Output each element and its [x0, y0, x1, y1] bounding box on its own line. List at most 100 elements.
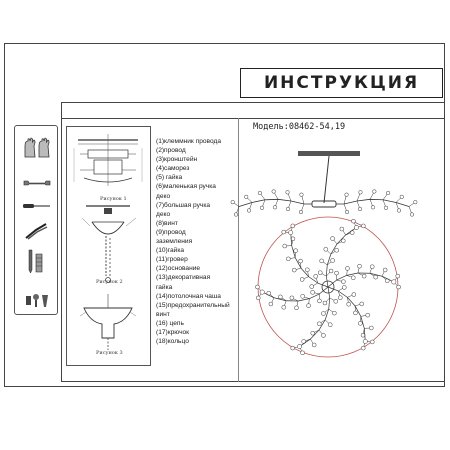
bulb — [299, 192, 304, 197]
radial-arm — [325, 264, 328, 277]
parts-list-item: (14)потолочная чаша — [156, 292, 221, 300]
bulb — [259, 205, 265, 210]
radial-arm — [308, 276, 318, 284]
bulb — [333, 299, 339, 304]
bulb — [309, 284, 314, 289]
bulb — [299, 277, 305, 282]
bulb — [285, 190, 290, 195]
parts-list-item: (15)предохранительный — [156, 301, 230, 309]
bulb — [370, 205, 376, 210]
parts-list-item: (1)клеммник провода — [156, 138, 222, 145]
bulb — [290, 223, 296, 229]
bulb — [290, 345, 295, 351]
bulb — [372, 189, 377, 194]
radial-arm — [354, 305, 362, 317]
bulb — [310, 290, 315, 295]
bulb — [332, 310, 337, 316]
bulb — [334, 270, 339, 276]
radial-arm — [273, 297, 287, 302]
gloves-icon — [24, 137, 50, 158]
tools-panel — [14, 125, 58, 315]
pliers-icon — [25, 223, 48, 240]
parts-list-item: деко — [156, 192, 171, 200]
parts-list-item: (5) гайка — [156, 174, 183, 182]
content-box — [61, 102, 445, 382]
parts-list-item: (13)декоративная — [156, 274, 211, 282]
bulb — [361, 223, 366, 229]
bulb — [351, 218, 356, 224]
bulb — [282, 243, 287, 249]
screwdriver-icon — [23, 204, 50, 208]
radial-arm — [327, 279, 337, 288]
radial-arm — [324, 308, 330, 320]
bulb — [288, 230, 294, 236]
radial-arm — [338, 290, 348, 298]
bulb — [338, 295, 343, 300]
bulb — [317, 321, 322, 326]
bulb — [409, 212, 415, 217]
bulb — [370, 339, 375, 345]
bulb — [357, 206, 363, 212]
bulb — [257, 190, 262, 196]
bulb — [399, 194, 404, 199]
bulb — [359, 301, 365, 307]
parts-list-item: (17)крючок — [156, 328, 190, 336]
bulb — [244, 194, 249, 199]
radial-arm — [328, 297, 331, 310]
header-strip-line — [61, 118, 445, 119]
bulb — [396, 284, 401, 290]
radial-arm — [347, 297, 356, 307]
bulb — [321, 311, 326, 316]
page-title: ИНСТРУКЦИЯ — [240, 68, 443, 98]
bulb — [246, 208, 252, 213]
bulb — [345, 266, 350, 271]
suspension-rod — [323, 155, 330, 204]
bulb — [360, 345, 366, 351]
radial-arm — [336, 234, 346, 245]
bulb — [281, 229, 286, 235]
bulb — [297, 344, 302, 349]
radial-arm — [291, 245, 296, 258]
bulb — [317, 298, 322, 304]
parts-list-item: винт — [156, 310, 170, 318]
parts-list-item: (18)кольцо — [156, 338, 189, 346]
radial-arm — [317, 282, 329, 288]
bulb — [310, 330, 315, 336]
bulb — [395, 273, 400, 279]
bulb — [300, 294, 305, 299]
bulb — [341, 238, 346, 244]
bulb — [256, 295, 261, 301]
parts-list-item: деко — [156, 210, 171, 218]
bulb — [293, 248, 298, 253]
bulb — [351, 275, 356, 280]
radial-arm — [336, 275, 347, 281]
bulb — [322, 300, 328, 306]
bulb — [341, 279, 346, 284]
bulb — [357, 263, 362, 269]
radial-arm — [294, 257, 302, 269]
bulb — [317, 270, 323, 275]
bulb — [342, 285, 347, 290]
bulb — [373, 274, 378, 280]
bulb — [311, 342, 317, 348]
bulb — [306, 303, 311, 308]
bulb — [259, 289, 265, 295]
bulb — [305, 267, 310, 273]
bulb — [383, 205, 389, 210]
bulb — [358, 321, 363, 326]
bulb — [369, 325, 374, 331]
parts-list-item: заземления — [156, 238, 193, 246]
bulb — [286, 256, 291, 262]
bulb — [330, 258, 335, 263]
parts-list-item: (8)винт — [156, 219, 178, 227]
bulb — [298, 258, 303, 264]
bulb — [294, 305, 299, 311]
model-label: Модель:08462-54,19 — [253, 122, 346, 132]
radial-arm — [309, 293, 320, 299]
bulb — [369, 264, 375, 269]
bulb — [382, 267, 388, 273]
parts-list-item: (11)гровер — [156, 256, 188, 264]
parts-list-item: (6)маленькая ручка — [156, 183, 216, 191]
bulb — [321, 333, 326, 338]
figure-caption-3: Рисунок 3 — [96, 350, 123, 356]
